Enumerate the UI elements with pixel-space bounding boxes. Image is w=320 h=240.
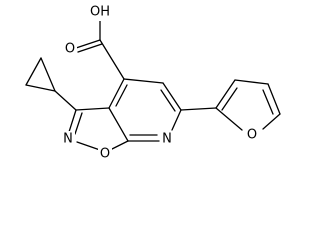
bond-c6-n7 <box>171 109 182 131</box>
bond-c3a-c4-b <box>115 84 128 107</box>
bond-c6-furan <box>180 107 217 111</box>
bond-f5-o <box>262 113 281 130</box>
bond-c-ring <box>99 39 125 80</box>
bond-cp-a <box>25 84 56 92</box>
bond-c-o-double-b <box>77 43 103 53</box>
bond-c3-cyclopropyl <box>54 90 77 111</box>
isoxazole-oxygen-label: O <box>100 147 110 162</box>
isoxazole-nitrogen-label: N <box>63 132 73 147</box>
bond-f2-f3-a <box>215 79 236 109</box>
hydroxyl-label: OH <box>90 5 110 20</box>
furan-oxygen-label: O <box>247 128 257 143</box>
bond-c5-c6-b <box>160 89 176 112</box>
bond-c4-c5 <box>123 78 164 84</box>
bond-o-f2 <box>215 107 243 131</box>
bond-c5-c6-a <box>162 82 182 111</box>
bond-f4-f5-a <box>267 83 281 115</box>
bond-f4-f5-b <box>262 89 274 115</box>
bond-cp-b <box>40 57 56 92</box>
bond-c3a-c3 <box>75 107 110 111</box>
bond-cp-c <box>25 57 42 86</box>
bonds <box>25 19 281 151</box>
bond-c3a-c4-a <box>108 78 125 109</box>
pyridine-nitrogen-label: N <box>162 132 172 147</box>
bond-f2-f3-b <box>221 87 238 111</box>
bond-n2-o1 <box>76 141 101 151</box>
bond-c7a-c3a <box>108 107 129 142</box>
bond-c3-n2-a <box>68 109 77 133</box>
bond-c3-n2-b <box>74 112 83 135</box>
chemical-structure: OH O N O N O <box>25 4 281 162</box>
bond-f3-f4 <box>234 79 269 85</box>
atom-labels: OH O N O N O <box>61 4 259 162</box>
bond-c-o-double-a <box>75 39 101 49</box>
carbonyl-oxygen-label: O <box>65 42 75 57</box>
bond-o1-c7a <box>109 140 129 151</box>
